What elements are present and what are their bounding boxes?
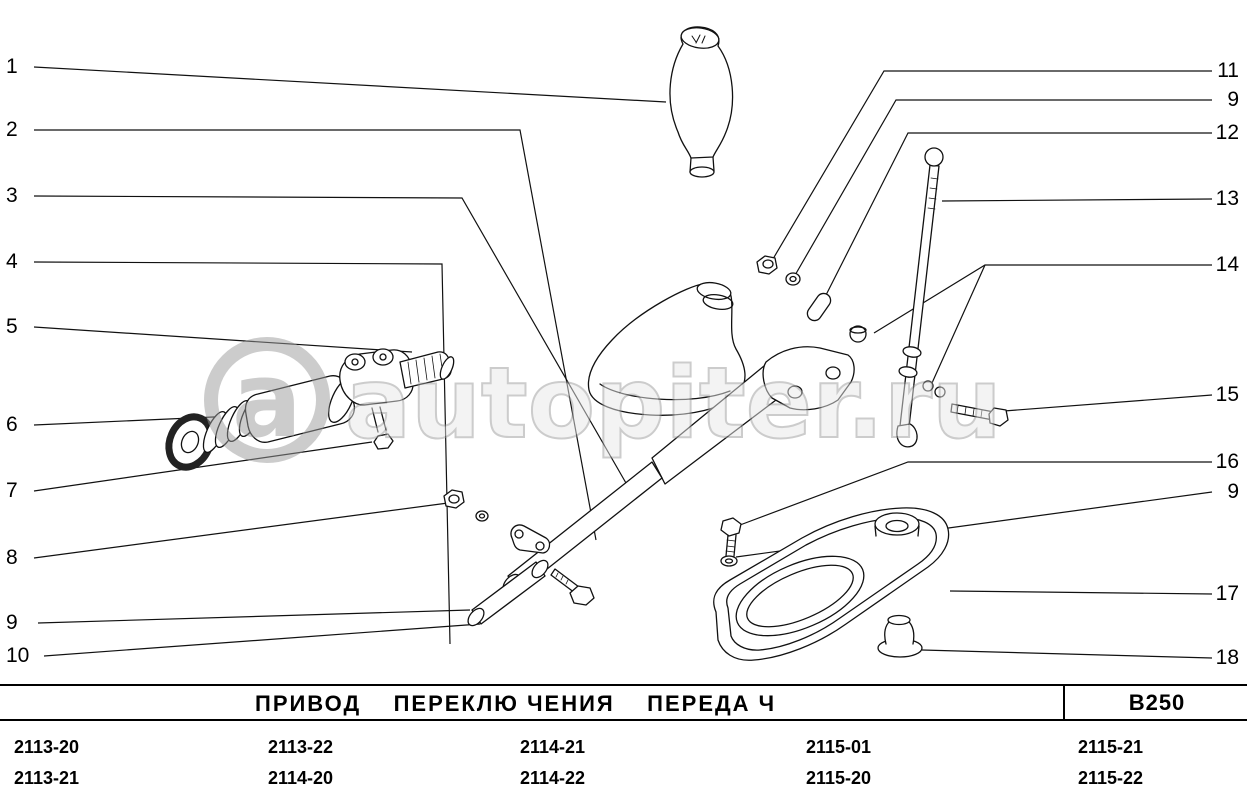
callout-14: 14 <box>1215 253 1239 276</box>
watermark-logo-letter: a <box>232 339 302 461</box>
fasteners-drawing <box>756 255 867 343</box>
rod-joint-assembly-drawing <box>165 348 455 471</box>
callout-9-right-top: 9 <box>1227 88 1239 111</box>
lower-tube-drawing <box>467 559 549 627</box>
clamp-drawing <box>510 524 551 554</box>
leader-lines <box>33 66 1213 659</box>
callout-9-left: 9 <box>6 611 18 634</box>
model-cell: 2115-21 <box>1078 737 1144 757</box>
diagram-title: ПРИВОД ПЕРЕКЛЮ ЧЕНИЯ ПЕРЕДА Ч <box>255 691 777 716</box>
long-bolt-drawing <box>950 403 1009 427</box>
callout-16: 16 <box>1215 450 1239 473</box>
plate-bolt-drawing <box>720 517 742 567</box>
gear-knob-drawing <box>669 26 734 178</box>
callout-12: 12 <box>1215 121 1239 144</box>
callout-10: 10 <box>6 644 30 667</box>
model-cell: 2115-01 <box>806 737 872 757</box>
selector-rod-drawing <box>896 147 946 448</box>
model-cell: 2114-20 <box>268 768 334 788</box>
watermark: a autopiter.ru <box>204 337 1003 463</box>
bolt-drawing <box>550 568 595 606</box>
callout-8: 8 <box>6 546 18 569</box>
diagram-code: B250 <box>1128 689 1186 715</box>
watermark-text: autopiter.ru <box>345 347 1002 461</box>
model-cell: 2113-20 <box>14 737 80 757</box>
shift-lever-drawing <box>651 346 855 485</box>
callout-11: 11 <box>1217 59 1239 82</box>
mounting-plate-drawing <box>713 507 950 661</box>
callout-5: 5 <box>6 315 18 338</box>
model-cell: 2114-21 <box>520 737 586 757</box>
callout-2: 2 <box>6 118 18 141</box>
callout-9-right-bottom: 9 <box>1227 480 1239 503</box>
exploded-view-drawing: a autopiter.ru <box>33 26 1213 661</box>
callout-6: 6 <box>6 413 18 436</box>
callout-13: 13 <box>1215 187 1239 210</box>
grommet-drawing <box>877 614 923 658</box>
callout-1: 1 <box>6 55 18 78</box>
model-cell: 2115-22 <box>1078 768 1144 788</box>
nut-washer-drawing <box>443 489 489 522</box>
callout-3: 3 <box>6 184 18 207</box>
model-cell: 2113-22 <box>268 737 334 757</box>
gear-lever-boot-drawing <box>587 281 746 416</box>
watermark-logo-icon <box>204 337 330 463</box>
model-cell: 2113-21 <box>14 768 80 788</box>
model-cell: 2115-20 <box>806 768 872 788</box>
callout-7: 7 <box>6 479 18 502</box>
callout-17: 17 <box>1215 582 1239 605</box>
caption-band: ПРИВОД ПЕРЕКЛЮ ЧЕНИЯ ПЕРЕДА Ч B250 <box>0 684 1247 721</box>
callout-15: 15 <box>1215 383 1239 406</box>
diagram-code-box: B250 <box>1063 686 1247 719</box>
model-cell: 2114-22 <box>520 768 586 788</box>
callout-18: 18 <box>1215 646 1239 669</box>
callout-4: 4 <box>6 250 18 273</box>
